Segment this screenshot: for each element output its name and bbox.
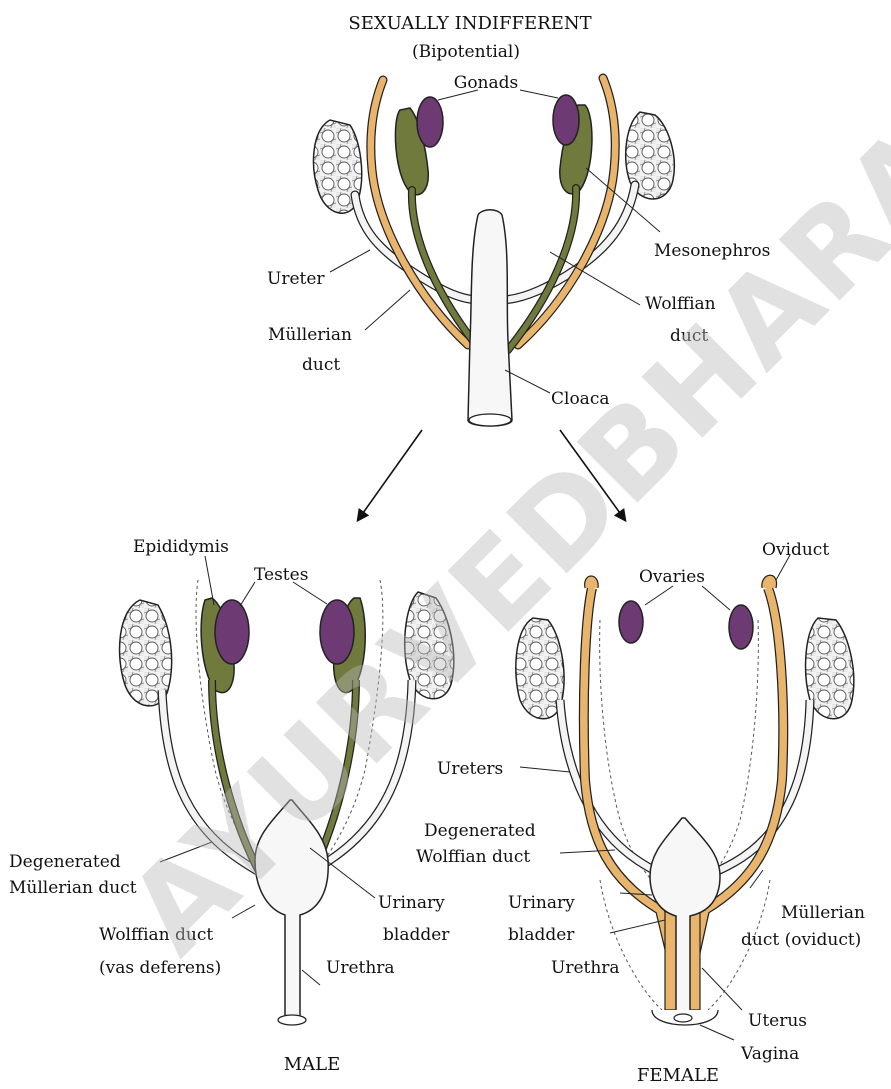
male-left-testis (215, 600, 249, 664)
cloaca-shape (468, 210, 512, 426)
label-epididymis: Epididymis (133, 537, 229, 557)
label-mullerian-2: duct (302, 355, 340, 375)
left-gonad (417, 97, 443, 147)
title-indifferent: SEXUALLY INDIFFERENT (348, 13, 591, 34)
label-ureters: Ureters (437, 759, 503, 779)
label-female-degenerated-1: Degenerated (424, 821, 536, 841)
title-female: FEMALE (637, 1065, 719, 1086)
label-uterus: Uterus (748, 1011, 807, 1031)
label-female-urinary-1: Urinary (508, 893, 575, 913)
right-gonad (553, 95, 579, 145)
label-oviduct: Oviduct (762, 540, 829, 560)
label-ureter: Ureter (267, 269, 325, 289)
arrow-to-male (358, 430, 422, 520)
label-female-urethra: Urethra (551, 958, 620, 978)
label-female-mullerian-2: duct (oviduct) (741, 930, 861, 950)
title-male: MALE (284, 1054, 341, 1075)
label-mullerian-1: Müllerian (268, 325, 352, 345)
female-left-ovary (619, 601, 643, 643)
label-ovaries: Ovaries (639, 567, 705, 587)
label-male-urethra: Urethra (326, 958, 395, 978)
label-female-mullerian-1: Müllerian (781, 903, 865, 923)
label-female-degenerated-2: Wolffian duct (416, 847, 530, 867)
female-right-ovary (729, 605, 753, 649)
label-male-degenerated-1: Degenerated (9, 852, 121, 872)
label-male-urinary-1: Urinary (378, 893, 445, 913)
label-testes: Testes (254, 565, 308, 585)
label-vagina: Vagina (740, 1044, 799, 1064)
subtitle-bipotential: (Bipotential) (412, 42, 520, 62)
label-female-urinary-2: bladder (508, 925, 575, 945)
label-gonads: Gonads (454, 73, 519, 93)
label-male-urinary-2: bladder (383, 925, 450, 945)
